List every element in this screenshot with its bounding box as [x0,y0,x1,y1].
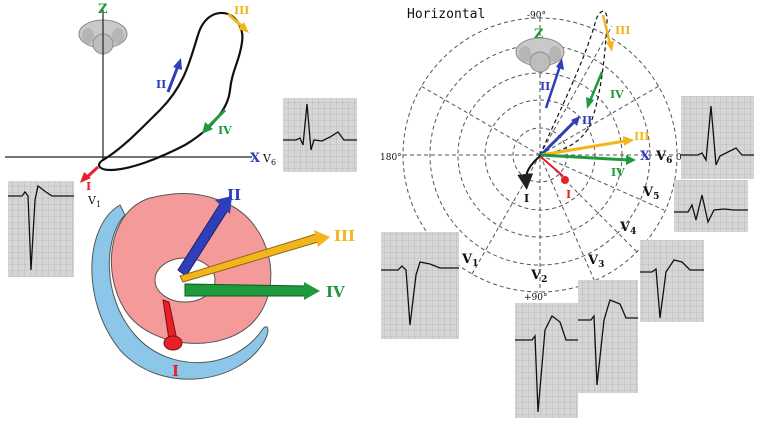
outer-label-III: III [615,24,630,37]
degree-left: 180° [380,153,402,163]
degree-bottom: +90° [524,293,548,303]
inner-vector-II [539,116,580,157]
outer-vector-III [601,14,614,52]
loop-arrow-II [166,58,182,93]
polar-title: Horizontal [407,7,485,22]
inner-label-III: III [634,130,649,143]
inner-label-I: I [566,188,571,201]
loop-arrow-I [80,165,100,183]
ecg-strip-v4 [640,240,704,322]
outer-vector-II [544,58,564,109]
ring-vector-I [162,299,183,351]
lead-label-v6: V6 [655,149,672,166]
inner-vector-I [540,156,569,184]
inner-label-IV: IV [611,166,625,179]
outer-label-IV: IV [610,88,624,101]
left-panel: Z X V6 I II III IV [5,2,357,380]
lead-label-v4: V4 [619,220,636,237]
ring-label-IV: IV [326,283,345,301]
ring-label-I: I [172,362,179,380]
vector-loop [97,11,244,172]
x-axis-label: X [640,149,651,164]
ecg-strip-v1 [381,232,459,339]
ecg-strip-v3 [578,280,638,393]
ecg-strip-v6-left [283,98,357,172]
ecg-strip-v6 [681,96,754,179]
inner-vector-IV [540,153,636,165]
v1-lead-label: V1 [87,194,101,209]
black-vector-I [517,155,541,190]
v6-lead-label: V6 [262,152,276,167]
inner-vector-III [540,136,634,157]
degree-top: -90° [527,11,546,21]
loop-label-II: II [156,78,166,91]
head-icon [515,37,565,73]
ecg-strip-v2 [515,303,578,418]
outer-label-II: II [540,80,550,93]
dashed-vector-loop [539,10,608,156]
right-panel: Horizontal -90° 180° 0° +90° [380,7,754,418]
ecg-strip-v5 [674,180,748,232]
loop-arrow-IV [202,108,227,134]
ring-vector-III [179,230,330,283]
ring-vector-IV [184,282,320,300]
lead-label-v3: V3 [587,253,604,270]
black-label-I: I [524,192,529,205]
x-axis-label: X [250,151,261,166]
ring-label-III: III [334,227,355,245]
z-axis-label: Z [98,2,108,17]
loop-label-IV: IV [218,124,232,137]
loop-arrow-III [227,12,249,33]
ring-vector-II [177,196,232,277]
outer-vector-IV [586,71,604,109]
lead-label-v2: V2 [530,268,547,285]
lead-label-v5: V5 [642,185,659,202]
loop-label-III: III [234,4,249,17]
ecg-strip-v1-left [8,181,74,277]
ring-label-II: II [227,186,241,204]
inner-label-II: II [582,114,592,127]
lead-label-v1: V1 [461,252,478,269]
z-axis-label: Z [534,27,544,42]
loop-label-I: I [86,180,91,193]
